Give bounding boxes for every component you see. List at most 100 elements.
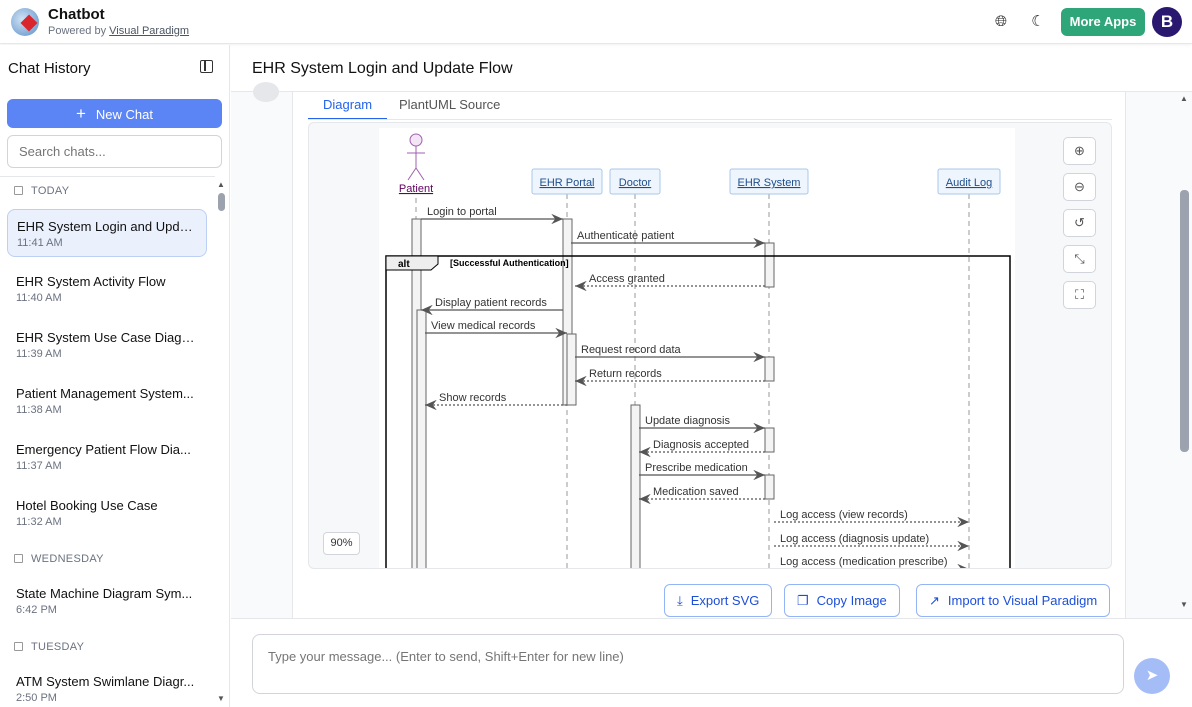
visual-paradigm-logo <box>11 8 39 36</box>
activation-bar <box>566 333 577 406</box>
chat-time: 6:42 PM <box>16 604 57 616</box>
group-label: WEDNESDAY <box>14 553 104 565</box>
group-label: TUESDAY <box>14 641 84 653</box>
participant-label: Patient <box>399 183 433 195</box>
zoom-level: 90% <box>323 532 360 555</box>
message-label: Request record data <box>581 344 682 356</box>
powered-prefix: Powered by <box>48 25 110 37</box>
message-label: Log access (diagnosis update) <box>780 533 929 545</box>
message-label: Authenticate patient <box>577 230 674 242</box>
message-input[interactable] <box>252 634 1124 694</box>
chat-item[interactable]: Emergency Patient Flow Dia...11:37 AM <box>7 433 207 481</box>
message-label: Access granted <box>589 273 665 285</box>
participant-box <box>609 168 661 195</box>
reset-icon[interactable]: ↺ <box>1063 209 1096 237</box>
calendar-icon <box>14 642 23 651</box>
message-label: Log access (view records) <box>780 509 908 521</box>
zoom-out-icon[interactable]: ⊖ <box>1063 173 1096 201</box>
chat-item[interactable]: EHR System Activity Flow 11:40 AM <box>7 265 207 313</box>
external-link-icon: ↗ <box>929 593 940 608</box>
zoom-in-icon[interactable]: ⊕ <box>1063 137 1096 165</box>
chat-time: 11:37 AM <box>16 460 62 472</box>
chat-title: EHR System Login and Upda... <box>17 219 197 234</box>
participant-label: Audit Log <box>946 177 992 189</box>
actor-icon <box>409 133 423 147</box>
message-label: Update diagnosis <box>645 415 731 427</box>
copy-image-button[interactable]: ❐Copy Image <box>784 584 900 617</box>
chat-time: 11:41 AM <box>17 237 63 249</box>
sidebar-toggle-icon[interactable] <box>200 60 213 73</box>
chat-area: Diagram PlantUML Source Patient EHR Porta… <box>231 82 1192 618</box>
calendar-icon <box>14 186 23 195</box>
chat-time: 11:38 AM <box>16 404 62 416</box>
chat-time: 2:50 PM <box>16 692 57 704</box>
chat-time: 11:32 AM <box>16 516 62 528</box>
sidebar: Chat History +New Chat TODAY EHR System … <box>0 45 230 707</box>
send-button[interactable]: ➤ <box>1134 658 1170 694</box>
activation-bar <box>416 309 427 568</box>
plus-icon: + <box>75 104 86 123</box>
chat-item[interactable]: EHR System Login and Upda... 11:41 AM <box>7 209 207 257</box>
message-label: Prescribe medication <box>645 462 748 474</box>
fragment-tab <box>385 255 439 271</box>
chat-title: Patient Management System... <box>16 386 194 401</box>
chat-title: ATM System Swimlane Diagr... <box>16 674 195 689</box>
chat-item[interactable]: Patient Management System... 11:38 AM <box>7 377 207 425</box>
search-chats-input[interactable] <box>7 135 222 168</box>
participant-label: EHR Portal <box>539 177 594 189</box>
activation-bar <box>764 427 775 453</box>
globe-icon[interactable]: 🌐︎ <box>994 13 1007 30</box>
new-chat-button[interactable]: +New Chat <box>7 99 222 128</box>
main-scrollbar[interactable]: ▲ ▼ <box>1180 94 1189 609</box>
fullscreen-icon[interactable]: ⛶ <box>1063 281 1096 309</box>
chat-title: EHR System Use Case Diagram <box>16 330 198 345</box>
calendar-icon <box>14 554 23 563</box>
bot-avatar <box>253 82 279 102</box>
message-label: Return records <box>589 368 662 380</box>
import-visual-paradigm-button[interactable]: ↗Import to Visual Paradigm <box>916 584 1111 617</box>
fit-icon[interactable]: ⤡ <box>1063 245 1096 273</box>
alt-fragment <box>385 255 1011 568</box>
message-label: Medication saved <box>653 486 739 498</box>
more-apps-button[interactable]: More Apps <box>1061 8 1145 36</box>
diagram-card: Diagram PlantUML Source Patient EHR Porta… <box>292 92 1126 618</box>
participant-box <box>531 168 603 195</box>
message-label: View medical records <box>431 320 536 332</box>
activation-bar <box>630 404 641 568</box>
visual-paradigm-link[interactable]: Visual Paradigm <box>109 25 190 37</box>
activation-bar <box>764 356 775 382</box>
export-svg-button[interactable]: ⤓Export SVG <box>664 584 773 617</box>
send-icon: ➤ <box>1145 667 1159 684</box>
activation-bar <box>764 242 775 288</box>
fragment-guard: [Successful Authentication] <box>450 258 569 268</box>
chat-time: 11:39 AM <box>16 348 62 360</box>
message-label: Display patient records <box>435 297 547 309</box>
participant-label: Doctor <box>619 177 652 189</box>
avatar[interactable]: B <box>1152 7 1182 37</box>
moon-icon[interactable]: ☾ <box>1031 13 1045 30</box>
chat-item[interactable]: EHR System Use Case Diagram 11:39 AM <box>7 321 207 369</box>
chat-title: EHR System Activity Flow <box>16 274 166 289</box>
diagram-canvas <box>379 128 1015 568</box>
chat-history-title: Chat History <box>8 60 91 77</box>
top-bar: Chatbot Powered by Visual Paradigm 🌐︎ ☾ … <box>0 0 1192 44</box>
message-label: Login to portal <box>427 206 497 218</box>
message-label: Diagnosis accepted <box>653 439 749 451</box>
chat-list: TODAY EHR System Login and Upda... 11:41 … <box>0 176 215 707</box>
message-label: Log access (medication prescribe) <box>780 556 948 568</box>
chat-item[interactable]: ATM System Swimlane Diagr... 2:50 PM <box>7 665 207 707</box>
chat-title: State Machine Diagram Sym... <box>16 586 193 601</box>
group-label: TODAY <box>14 185 69 197</box>
app-title: Chatbot <box>48 6 105 23</box>
tab-diagram[interactable]: Diagram <box>308 94 388 120</box>
copy-icon: ❐ <box>797 593 809 608</box>
message-label: Show records <box>439 392 507 404</box>
main-header: EHR System Login and Update Flow <box>231 45 1192 92</box>
tab-plantuml-source[interactable]: PlantUML Source <box>399 97 501 112</box>
sidebar-scrollbar[interactable]: ▲ ▼ <box>217 180 225 703</box>
chat-item[interactable]: State Machine Diagram Sym... 6:42 PM <box>7 577 207 625</box>
chat-time: 11:40 AM <box>16 292 62 304</box>
